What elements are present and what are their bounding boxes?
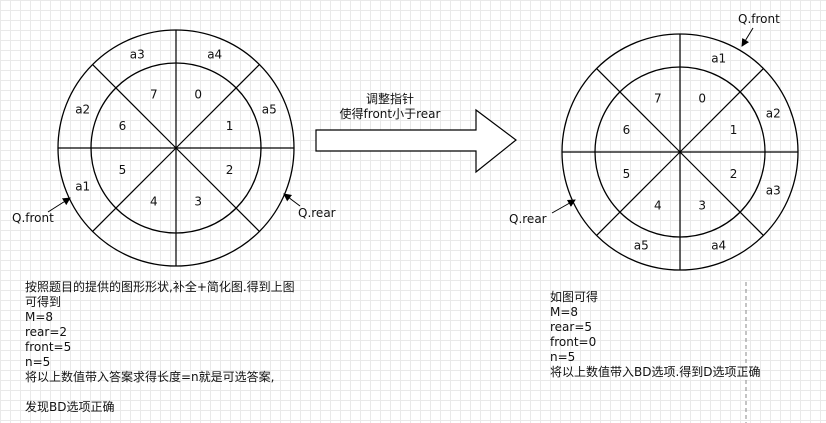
right-slot-element: a4	[711, 238, 726, 252]
right-notes-line: M=8	[550, 305, 579, 319]
right-spoke	[679, 151, 764, 236]
left-front-pointer	[47, 197, 71, 213]
right-notes-line: 将以上数值带入BD选项.得到D选项正确	[550, 365, 761, 379]
right-slot-index: 6	[623, 123, 631, 137]
left-spoke	[175, 64, 260, 149]
left-slot-index: 6	[119, 119, 127, 133]
left-slot-index: 0	[194, 87, 202, 101]
left-notes-line: front=5	[25, 340, 72, 354]
left-notes-line: 可得到	[25, 295, 62, 309]
block-arrow-shape	[315, 108, 517, 174]
right-inner-slot-labels: 0 1 2 3 4 5 6 7	[623, 91, 738, 212]
left-notes-line: 按照题目的提供的图形形状,补全+简化图.得到上图	[25, 280, 295, 294]
left-slot-element: a3	[130, 48, 145, 62]
right-slot-index: 1	[730, 123, 738, 137]
left-slot-element: a4	[207, 48, 222, 62]
arrow-caption-line2: 使得front小于rear	[340, 106, 441, 121]
left-front-label: Q.front	[12, 211, 54, 225]
right-spokes	[562, 34, 798, 270]
left-ring: 0 1 2 3 4 5 6 7 a4 a5 a1 a2 a3 Q.front Q.rear	[12, 29, 336, 267]
transition-arrow: 调整指针 使得front小于rear	[315, 91, 517, 174]
left-spoke	[175, 147, 260, 232]
right-ring: 0 1 2 3 4 5 6 7 a1 a2 a3 a4 a5 Q.front Q.rear	[509, 12, 799, 271]
left-slot-index: 2	[226, 163, 234, 177]
right-slot-index: 5	[623, 167, 631, 181]
right-slot-element: a5	[634, 238, 649, 252]
left-slot-index: 3	[194, 195, 202, 209]
left-slot-index: 7	[150, 87, 158, 101]
right-slot-index: 4	[654, 199, 662, 213]
left-slot-index: 5	[119, 163, 127, 177]
right-front-label: Q.front	[738, 12, 780, 26]
right-front-pointer	[741, 27, 754, 47]
right-rear-pointer	[551, 199, 576, 214]
left-rear-label: Q.rear	[298, 206, 336, 220]
left-notes-line: n=5	[25, 355, 51, 369]
left-outer-element-labels: a4 a5 a1 a2 a3	[75, 48, 277, 194]
right-slot-element: a2	[766, 106, 781, 120]
right-slot-element: a1	[711, 52, 726, 66]
left-spoke	[92, 147, 177, 232]
right-slot-element: a3	[766, 184, 781, 198]
left-notes-line: 发现BD选项正确	[25, 400, 115, 414]
right-slot-index: 3	[698, 199, 706, 213]
right-slot-index: 7	[654, 91, 662, 105]
right-spoke	[679, 68, 764, 153]
left-spoke	[92, 64, 177, 149]
arrow-caption-line1: 调整指针	[366, 91, 414, 106]
left-rear-pointer	[283, 193, 301, 207]
left-spokes	[58, 30, 294, 266]
left-notes-line	[25, 385, 295, 400]
right-notes-line: 如图可得	[550, 290, 599, 304]
left-notes-line: 将以上数值带入答案求得长度=n就是可选答案,	[25, 370, 275, 384]
right-notes-line: front=0	[550, 335, 597, 349]
right-spoke	[596, 151, 681, 236]
right-rear-label: Q.rear	[509, 212, 547, 226]
right-notes-line: rear=5	[550, 320, 593, 334]
left-slot-index: 1	[226, 119, 234, 133]
left-notes-line: rear=2	[25, 325, 68, 339]
right-slot-index: 2	[730, 167, 738, 181]
left-slot-element: a2	[75, 102, 90, 116]
left-slot-element: a1	[75, 180, 90, 194]
left-slot-element: a5	[262, 102, 277, 116]
right-spoke	[596, 68, 681, 153]
left-notes-line: M=8	[25, 310, 54, 324]
left-inner-slot-labels: 0 1 2 3 4 5 6 7	[119, 87, 234, 208]
right-notes-line: n=5	[550, 350, 576, 364]
left-slot-index: 4	[150, 195, 158, 209]
right-outer-element-labels: a1 a2 a3 a4 a5	[634, 52, 781, 253]
right-slot-index: 0	[698, 91, 706, 105]
